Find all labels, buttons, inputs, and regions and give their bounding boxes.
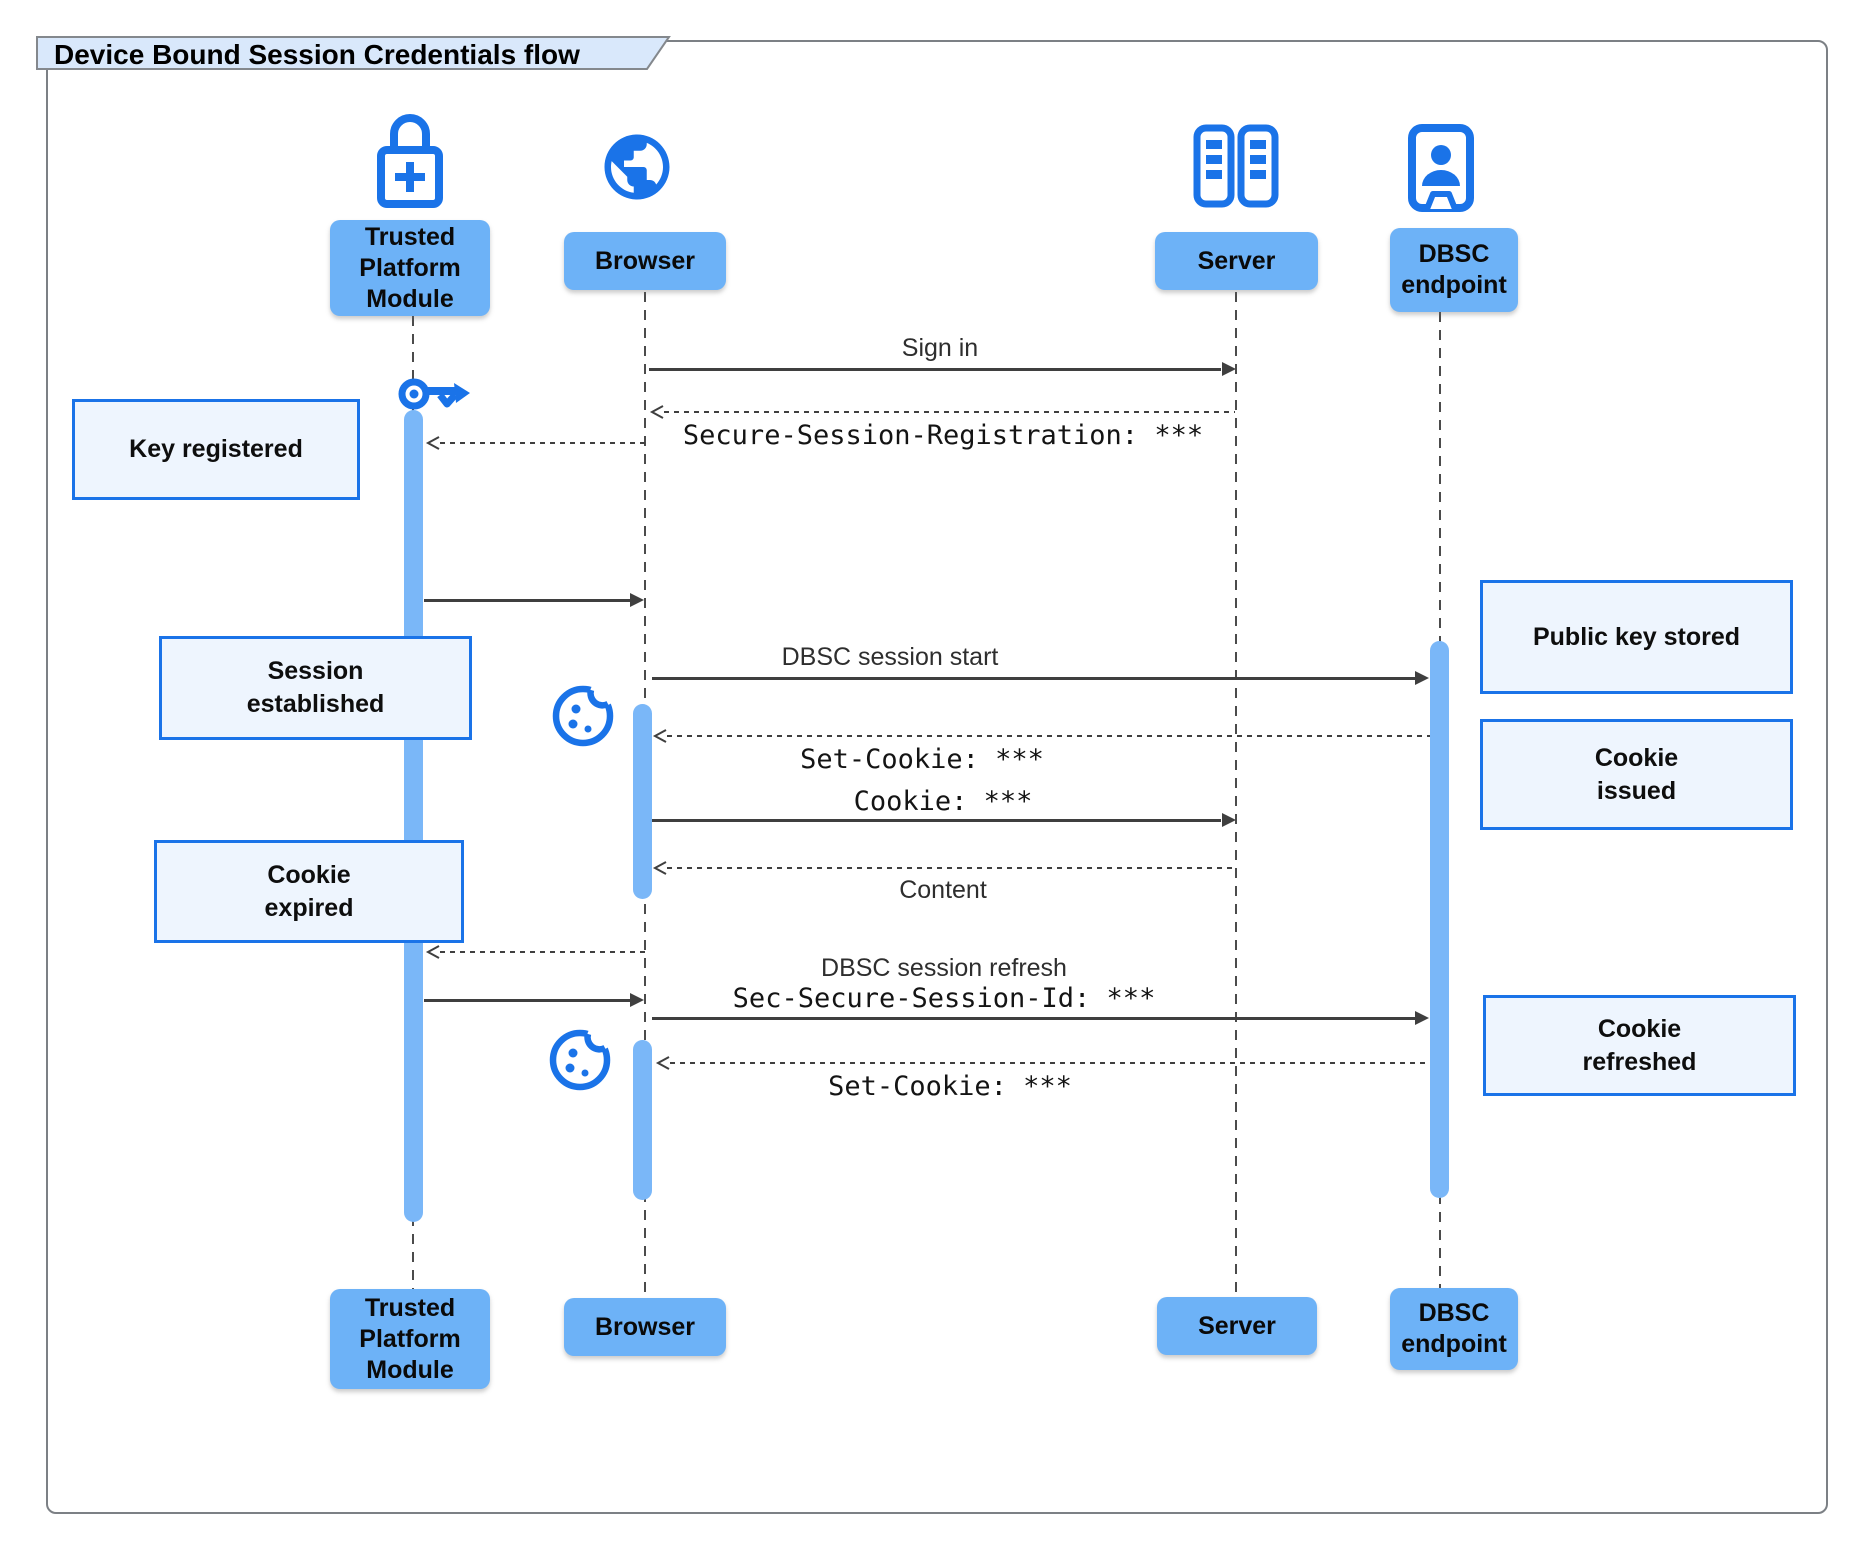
message-sublabel: Sec-Secure-Session-Id: *** [732,983,1156,1014]
open-arrowhead-icon [655,1056,670,1070]
message-line [652,677,1416,680]
filled-arrowhead-icon [1415,671,1429,685]
filled-arrowhead-icon [1415,1011,1429,1025]
open-arrowhead-icon [652,861,667,875]
note-cookie-issued: Cookie issued [1480,719,1793,830]
activation-browser-2 [633,1040,652,1200]
title-tab [36,36,671,70]
participant-browser-top: Browser [564,232,726,290]
message-line [652,819,1221,822]
filled-arrowhead-icon [630,993,644,1007]
open-arrowhead-icon [425,945,440,959]
globe-icon [604,134,670,200]
participant-dbsc-bottom: DBSC endpoint [1390,1288,1518,1370]
message-line [424,599,632,602]
open-arrowhead-icon [649,405,664,419]
message-line [652,1017,1416,1020]
message-label: Content [899,876,987,904]
message-line [667,867,1235,869]
filled-arrowhead-icon [630,593,644,607]
open-arrowhead-icon [652,729,667,743]
message-line [649,368,1221,371]
cookie-icon [552,680,616,747]
note-key-registered: Key registered [72,399,360,500]
message-line [667,735,1430,737]
id-badge-icon [1408,124,1474,212]
message-line [670,1062,1430,1064]
participant-browser-bottom: Browser [564,1298,726,1356]
message-label: Sign in [901,334,979,362]
server-rack-icon [1193,124,1279,208]
activation-browser-1 [633,704,652,899]
lifeline-server [1235,292,1237,1297]
filled-arrowhead-icon [1222,362,1236,376]
cookie-icon [549,1024,613,1091]
lock-plus-icon [377,114,443,208]
message-label: Cookie: *** [853,786,1033,817]
message-line [424,999,632,1002]
message-line [664,411,1235,413]
open-arrowhead-icon [425,436,440,450]
filled-arrowhead-icon [1222,813,1236,827]
diagram-frame [46,40,1828,1514]
message-label: DBSC session refresh [821,954,1067,982]
diagram-title: Device Bound Session Credentials flow [54,39,580,70]
participant-server-top: Server [1155,232,1318,290]
message-label: Set-Cookie: *** [800,744,1044,775]
activation-dbsc [1430,641,1449,1198]
message-label: Secure-Session-Registration: *** [682,420,1204,451]
message-label: DBSC session start [781,643,999,671]
note-cookie-expired: Cookie expired [154,840,464,943]
participant-server-bottom: Server [1157,1297,1317,1355]
participant-tpm-top: Trusted Platform Module [330,220,490,316]
note-cookie-refreshed: Cookie refreshed [1483,995,1796,1096]
participant-tpm-bottom: Trusted Platform Module [330,1289,490,1389]
message-line [440,442,645,444]
message-label: Set-Cookie: *** [828,1071,1072,1102]
message-line [440,951,645,953]
activation-tpm [404,410,423,1222]
note-session-established: Session established [159,636,472,740]
key-icon [398,378,470,410]
note-public-key-stored: Public key stored [1480,580,1793,694]
participant-dbsc-top: DBSC endpoint [1390,228,1518,312]
